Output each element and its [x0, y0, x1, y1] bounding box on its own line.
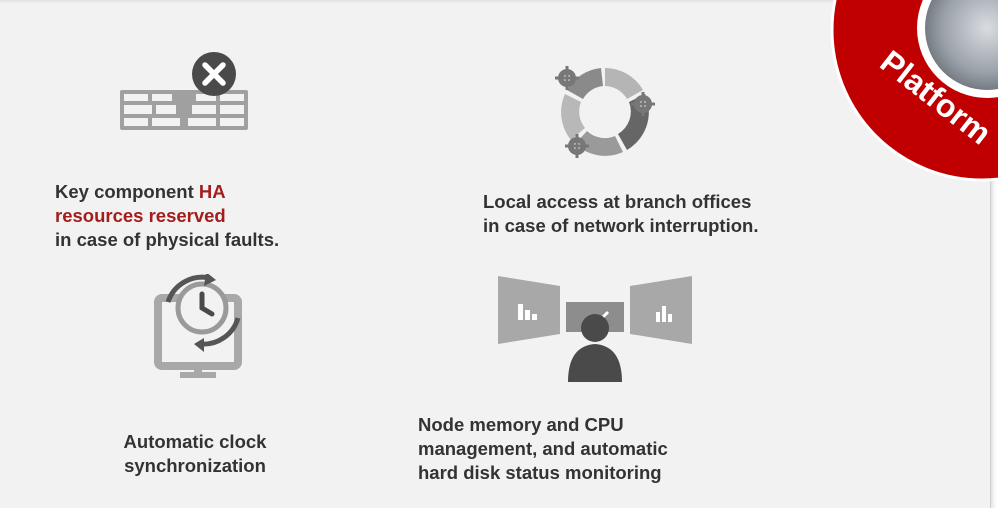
ha-line3: in case of physical faults. [55, 229, 280, 250]
ha-feature-text: Key component HA resources reserved in c… [55, 180, 375, 252]
branch-line1: Local access at branch offices [483, 191, 752, 212]
clock-sync-monitor-icon [154, 274, 242, 378]
server-rack-fault-icon [120, 52, 248, 130]
user-dashboard-icon [498, 276, 692, 382]
monitor-line1: Node memory and CPU [418, 414, 624, 435]
branch-line2: in case of network interruption. [483, 215, 759, 236]
ring-gears-icon [555, 66, 655, 158]
branch-feature-text: Local access at branch offices in case o… [483, 190, 883, 238]
clock-line1: Automatic clock [123, 431, 267, 452]
clock-line2: synchronization [124, 455, 266, 476]
panel-top-shadow [0, 0, 990, 4]
ha-line1-pre: Key component [55, 181, 199, 202]
monitor-line2: management, and automatic [418, 438, 668, 459]
ha-line1-accent: HA [198, 181, 226, 202]
monitor-feature-text: Node memory and CPU management, and auto… [418, 413, 778, 485]
monitor-line3: hard disk status monitoring [418, 462, 662, 483]
clock-feature-text: Automatic clock synchronization [70, 430, 320, 478]
ha-line2-accent: resources reserved [55, 205, 226, 226]
